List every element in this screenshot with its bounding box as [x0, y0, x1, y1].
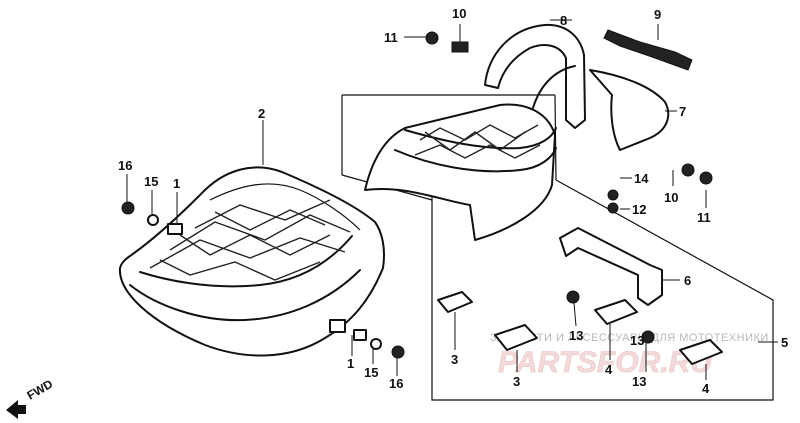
part-callouts: 2 16 15 1 1 15 16 11 10 8 9 7 14 12 10 1…: [118, 6, 788, 396]
nut-c: [425, 31, 439, 45]
block-b: [679, 339, 723, 365]
collar-a: [167, 223, 183, 235]
fwd-label: FWD: [25, 377, 56, 403]
callout-13-c: 13: [630, 333, 644, 348]
nut-a: [566, 290, 580, 304]
callout-14: 14: [634, 171, 649, 186]
nut-d: [699, 171, 713, 185]
callout-10-top: 10: [452, 6, 466, 21]
callout-4-a: 4: [605, 362, 613, 377]
fwd-indicator: FWD: [6, 377, 55, 419]
washer-a: [147, 214, 159, 226]
callout-1-bottom: 1: [347, 356, 354, 371]
callout-13-a: 13: [569, 328, 583, 343]
callout-1-left: 1: [173, 176, 180, 191]
callout-5: 5: [781, 335, 788, 350]
collar-b: [353, 329, 367, 341]
rear-seat: [364, 103, 557, 241]
callout-11-right: 11: [697, 210, 711, 225]
callout-3-bottom: 3: [513, 374, 520, 389]
callout-8: 8: [560, 13, 567, 28]
callout-10-right: 10: [664, 190, 678, 205]
cushion-a: [437, 291, 473, 313]
callout-16-left: 16: [118, 158, 132, 173]
seat-bracket: [559, 227, 663, 306]
callout-6: 6: [684, 273, 691, 288]
fwd-arrow-icon: [6, 400, 26, 419]
callout-9: 9: [654, 7, 661, 22]
callout-15-bottom: 15: [364, 365, 378, 380]
callout-11-top: 11: [384, 30, 398, 45]
emblem-strip: [603, 29, 693, 71]
grab-rail: [484, 23, 586, 129]
callout-16-bottom: 16: [389, 376, 403, 391]
screw-a: [607, 202, 619, 214]
rear-seat-quilting: [414, 124, 541, 159]
bolt-d: [681, 163, 695, 177]
washer-b: [370, 338, 382, 350]
callout-12: 12: [632, 202, 646, 217]
callout-3-left: 3: [451, 352, 458, 367]
callout-4-b: 4: [702, 381, 710, 396]
callout-13-b: 13: [632, 374, 646, 389]
main-seat: [118, 166, 385, 357]
callout-7: 7: [679, 104, 686, 119]
main-seat-quilting: [149, 199, 351, 281]
bolt-b: [121, 201, 135, 215]
leader-lines: [126, 19, 778, 380]
nut-b: [641, 330, 655, 344]
washer-c: [607, 189, 619, 201]
bolt-c: [391, 345, 405, 359]
callout-15-left: 15: [144, 174, 158, 189]
callout-2: 2: [258, 106, 265, 121]
block-a: [594, 299, 638, 325]
watermark: ЗАПЧАСТИ И АКСЕССУАРЫ ДЛЯ МОТОТЕХНИКИ PA…: [490, 332, 769, 379]
watermark-subtitle: ЗАПЧАСТИ И АКСЕССУАРЫ ДЛЯ МОТОТЕХНИКИ: [490, 332, 769, 344]
bolt-a: [451, 41, 469, 53]
rear-cowl: [589, 69, 670, 151]
watermark-logo: PARTSFOR.RU: [498, 346, 713, 379]
hardware: [121, 31, 723, 365]
cushion-b: [494, 324, 538, 351]
